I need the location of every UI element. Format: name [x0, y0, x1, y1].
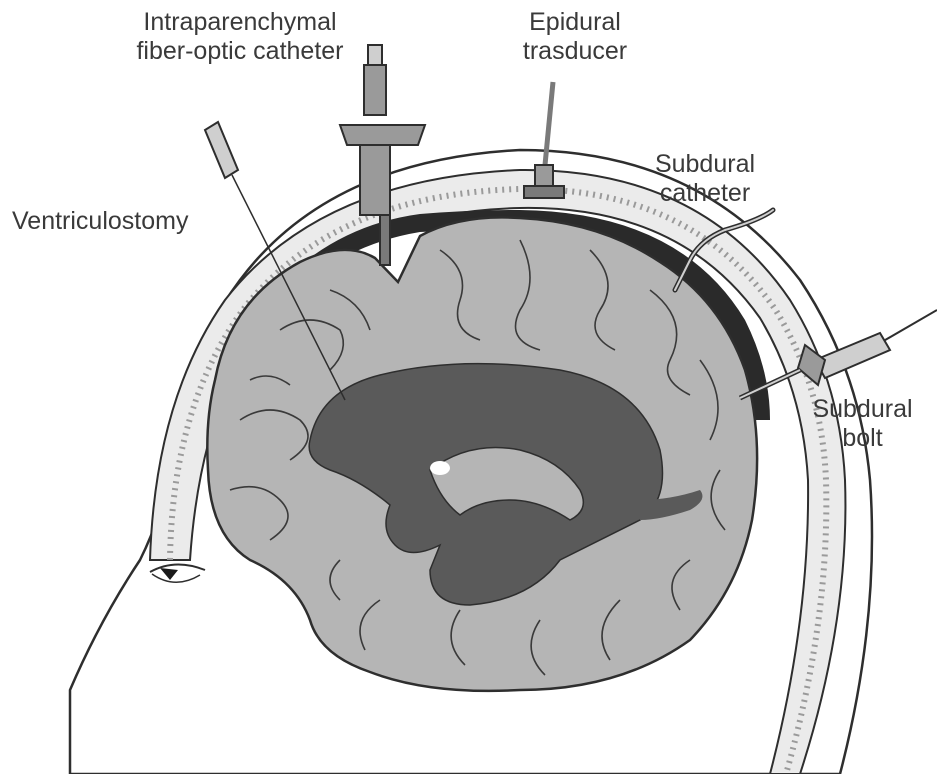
- label-subdural-bolt-line2: bolt: [795, 424, 930, 453]
- label-intraparenchymal-line2: fiber-optic catheter: [110, 37, 370, 66]
- label-ventriculostomy: Ventriculostomy: [12, 207, 188, 236]
- label-ventriculostomy-line1: Ventriculostomy: [12, 207, 188, 236]
- foramen: [430, 461, 450, 475]
- label-epidural-line2: trasducer: [495, 37, 655, 66]
- label-subdural-catheter: Subdural catheter: [630, 150, 780, 208]
- label-subdural-bolt-line1: Subdural: [795, 395, 930, 424]
- label-epidural: Epidural trasducer: [495, 8, 655, 66]
- label-epidural-line1: Epidural: [495, 8, 655, 37]
- label-subdural-catheter-line2: catheter: [630, 179, 780, 208]
- label-subdural-catheter-line1: Subdural: [630, 150, 780, 179]
- label-intraparenchymal: Intraparenchymal fiber-optic catheter: [110, 8, 370, 66]
- label-subdural-bolt: Subdural bolt: [795, 395, 930, 453]
- label-intraparenchymal-line1: Intraparenchymal: [110, 8, 370, 37]
